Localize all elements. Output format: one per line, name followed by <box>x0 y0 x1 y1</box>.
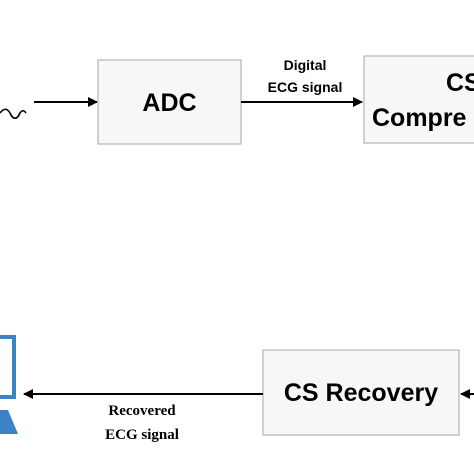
adc-box <box>97 59 242 145</box>
sine-wave-icon <box>0 108 27 120</box>
cs-compression-box <box>363 55 474 144</box>
adc-label: ADC <box>142 89 196 117</box>
digital-ecg-label-line1: Digital <box>284 57 327 73</box>
cs-compression-block: CS Compre <box>363 55 474 144</box>
monitor-icon <box>0 335 18 434</box>
digital-ecg-label-line2: ECG signal <box>268 79 343 95</box>
cs-recovery-block: CS Recovery <box>262 349 460 436</box>
recovered-ecg-label-line2: ECG signal <box>105 427 179 443</box>
cs-recovery-label: CS Recovery <box>284 379 438 407</box>
adc-block: ADC <box>97 59 242 145</box>
recovered-ecg-label-line1: Recovered <box>108 403 176 419</box>
cs-compression-label-line2: Compre <box>372 104 467 132</box>
cs-recovery-box <box>262 349 460 436</box>
cs-compression-label-line1: CS <box>446 69 474 97</box>
